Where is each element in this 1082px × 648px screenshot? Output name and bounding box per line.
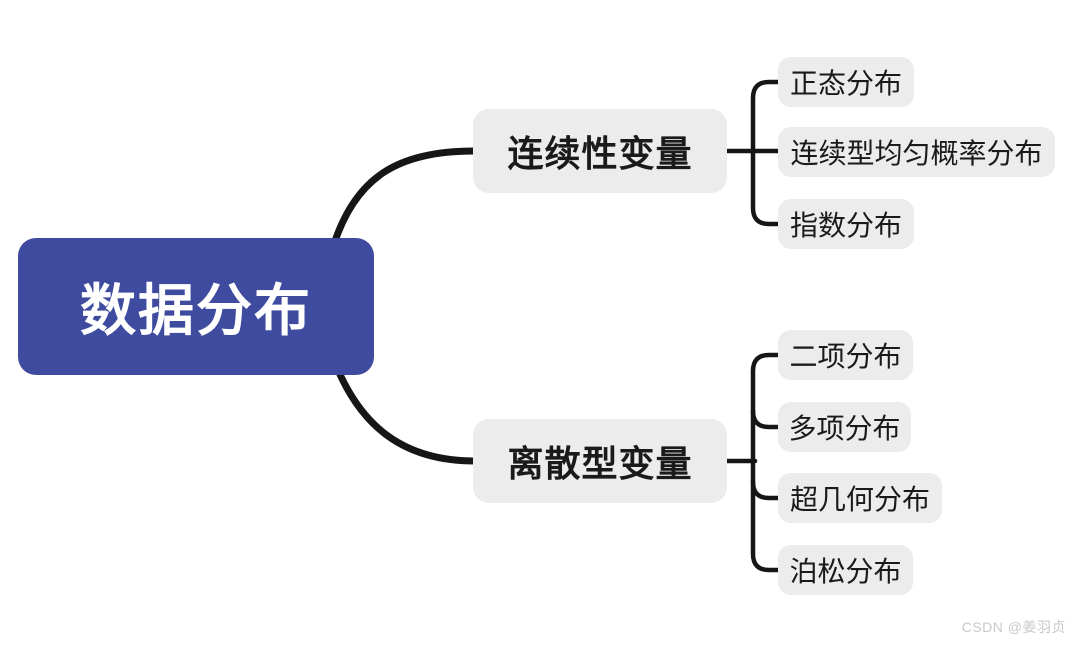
connector-root-to-discrete [334,366,479,465]
node-root-data-distribution[interactable]: 数据分布 [18,238,374,375]
node-leaf-multinomial-distribution[interactable]: 多项分布 [778,402,911,452]
connector-discrete-to-hypergeometric [750,479,782,501]
watermark: CSDN @姜羽贞 [961,619,1066,635]
connector-root-to-continuous [330,147,478,248]
connector-discrete-spine [750,352,782,573]
node-leaf-exponential-distribution[interactable]: 指数分布 [778,199,914,249]
connector-continuous-spine [750,79,782,227]
node-leaf-poisson-distribution[interactable]: 泊松分布 [778,545,913,595]
node-branch-discrete-variables[interactable]: 离散型变量 [473,419,727,503]
node-leaf-hypergeometric-distribution[interactable]: 超几何分布 [778,473,942,523]
node-branch-continuous-variables[interactable]: 连续性变量 [473,109,727,193]
connector-discrete-to-multinomial [750,408,782,430]
node-leaf-normal-distribution[interactable]: 正态分布 [778,57,914,107]
node-leaf-continuous-uniform-distribution[interactable]: 连续型均匀概率分布 [778,127,1055,177]
node-leaf-binomial-distribution[interactable]: 二项分布 [778,330,913,380]
